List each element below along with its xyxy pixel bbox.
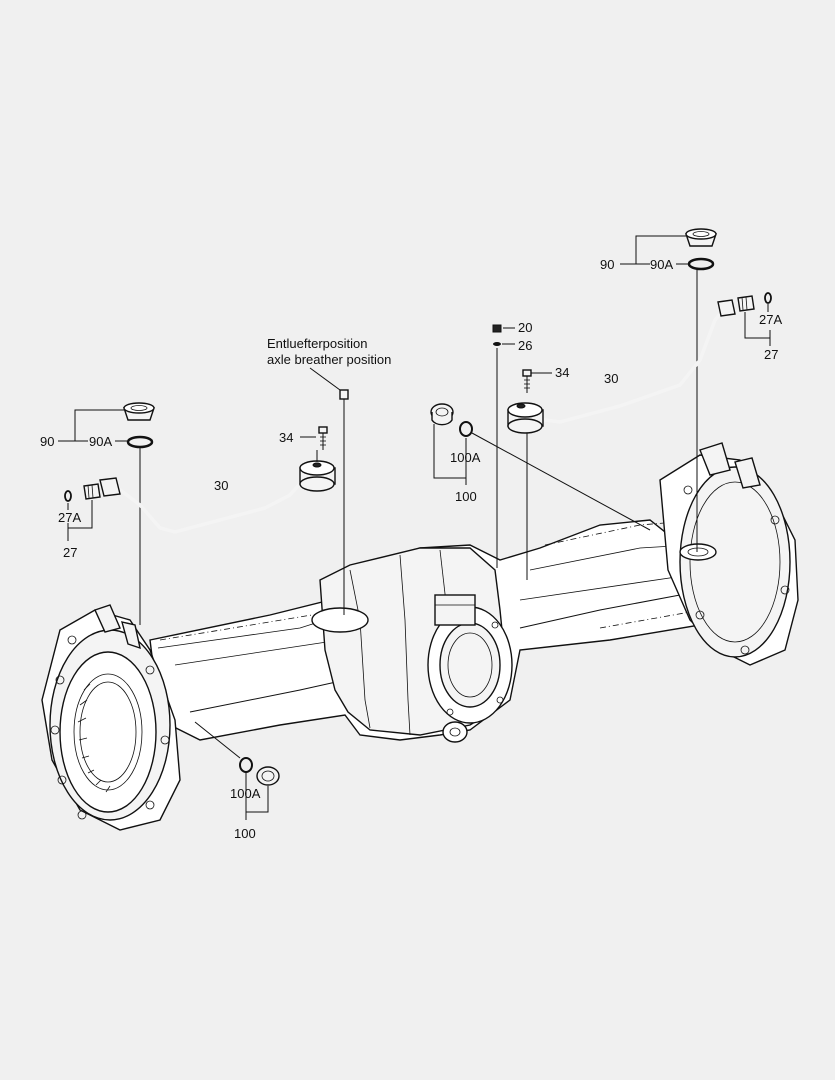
oring-90A-left <box>126 435 154 449</box>
label-27-left: 27 <box>63 545 77 560</box>
bolt-34-left <box>318 426 328 450</box>
label-27A-right: 27A <box>759 312 782 327</box>
label-90-left: 90 <box>40 434 54 449</box>
label-90A-left: 90A <box>89 434 112 449</box>
plug-100-bottom <box>256 766 280 786</box>
label-20: 20 <box>518 320 532 335</box>
label-100-bottom: 100 <box>234 826 256 841</box>
label-34-left: 34 <box>279 430 293 445</box>
part-90-right <box>685 228 717 247</box>
axle-breather <box>339 389 349 615</box>
label-27A-left: 27A <box>58 510 81 525</box>
oring-100A-top <box>459 421 473 437</box>
label-30-left: 30 <box>214 478 228 493</box>
left-hub-flange <box>41 604 181 831</box>
label-90-right: 90 <box>600 257 614 272</box>
brake-tube-30-left <box>99 476 307 534</box>
label-34-right: 34 <box>555 365 569 380</box>
oring-90A-right <box>687 257 715 271</box>
fitting-27-left <box>83 483 101 500</box>
label-100A-bottom: 100A <box>230 786 261 801</box>
bolt-34-right <box>522 369 532 393</box>
label-100-top: 100 <box>455 489 477 504</box>
fitting-27-right <box>737 295 755 312</box>
oring-100A-bottom <box>239 757 253 773</box>
label-100A-top: 100A <box>450 450 481 465</box>
note-en: axle breather position <box>267 352 391 367</box>
label-90A-right: 90A <box>650 257 673 272</box>
label-27-right: 27 <box>764 347 778 362</box>
plug-20 <box>492 324 502 333</box>
washer-26 <box>493 342 501 346</box>
mounting-block-right <box>507 402 544 434</box>
part-90-left <box>123 402 155 421</box>
right-hub-flange <box>659 442 799 666</box>
note-de: Entluefterposition <box>267 336 367 351</box>
oring-27A-left <box>64 490 72 502</box>
oring-27A-right <box>764 292 772 304</box>
label-30-right: 30 <box>604 371 618 386</box>
axle-housing <box>149 519 761 743</box>
mounting-block-left <box>299 460 336 492</box>
plug-100-top <box>430 403 454 426</box>
brake-tube-30-right <box>529 299 736 424</box>
label-26: 26 <box>518 338 532 353</box>
